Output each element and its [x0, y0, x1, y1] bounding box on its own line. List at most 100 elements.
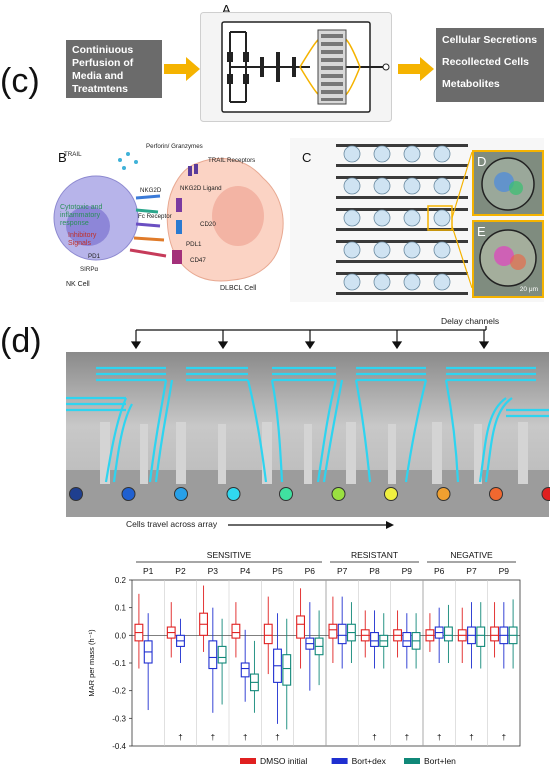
box-bort-len [411, 613, 421, 669]
box-dmso-initial [263, 596, 273, 675]
box-bort-dex [240, 629, 250, 702]
label-nkg2d: NKG2D [140, 187, 162, 194]
inset-d-image: D [472, 150, 544, 216]
dagger-mark: † [405, 733, 409, 742]
label-cd47: CD47 [190, 257, 206, 264]
dagger-mark: † [469, 733, 473, 742]
input-arrow-icon [164, 57, 200, 81]
box-bort-dex [370, 610, 379, 669]
travel-arrow-icon [228, 521, 394, 529]
section-d-label: (d) [0, 322, 42, 360]
channel-dot [226, 487, 241, 501]
y-tick-label: -0.4 [112, 742, 126, 751]
label-perforin: Perforin/ Granzymes [146, 143, 203, 150]
outputs-box: Cellular Secretions Recollected Cells Me… [436, 28, 544, 102]
box-bort-len [346, 602, 356, 663]
y-tick-label: -0.2 [112, 687, 126, 696]
box-bort-len [217, 618, 227, 705]
label-cytotoxic: Cytotoxic and inflammatory response [60, 204, 103, 227]
patient-label: P5 [272, 566, 283, 576]
perfusion-box: Continiuous Perfusion of Media and Treat… [66, 40, 162, 98]
patient-label: P2 [175, 566, 186, 576]
dagger-mark: † [178, 733, 182, 742]
y-tick-label: 0.2 [115, 576, 127, 585]
label-pdl1: PDL1 [186, 241, 202, 248]
channel-dot [541, 487, 550, 501]
channel-dot [331, 487, 346, 501]
chip-schematic [200, 12, 392, 122]
patient-label: P7 [466, 566, 477, 576]
section-c-label: (c) [0, 62, 40, 100]
legend-swatch [331, 758, 348, 764]
y-tick-label: 0.0 [115, 631, 127, 640]
label-pd1: PD1 [88, 253, 101, 260]
patient-label: P9 [402, 566, 413, 576]
box-bort-dex [499, 602, 509, 669]
y-tick-label: 0.1 [115, 604, 127, 613]
inset-e-label: E [477, 224, 486, 239]
output-metabolites: Metabolites [442, 78, 500, 90]
channel-dot [384, 487, 398, 501]
label-inhibitory: Inhibitory Signals [68, 232, 97, 247]
scale-bar-label: 20 μm [519, 286, 538, 293]
box-bort-len [443, 604, 453, 663]
patient-label: P8 [369, 566, 380, 576]
box-dmso-initial [296, 588, 306, 669]
label-dlbcl-cell: DLBCL Cell [220, 285, 257, 292]
panel-b-label: B [58, 150, 67, 165]
panel-c-label: C [302, 150, 312, 165]
travel-label: Cells travel across array [126, 519, 218, 529]
patient-label: P6 [434, 566, 445, 576]
box-bort-len [314, 610, 324, 686]
dagger-mark: † [243, 733, 247, 742]
nk-dlbcl-diagram: TRAIL Perforin/ Granzymes NKG2D Fc Recep… [53, 143, 284, 292]
box-dmso-initial [328, 596, 338, 663]
patient-label: P6 [305, 566, 316, 576]
channel-dot [436, 487, 451, 501]
box-bort-dex [143, 613, 153, 711]
group-label: NEGATIVE [450, 550, 493, 560]
inset-d-label: D [477, 154, 487, 169]
legend-label: DMSO initial [260, 756, 307, 766]
box-bort-dex [208, 607, 218, 713]
box-bort-len [476, 602, 486, 669]
box-dmso-initial [425, 613, 435, 652]
label-sirpa: SIRPα [80, 266, 98, 273]
dot-row [69, 487, 550, 501]
dagger-mark: † [275, 733, 279, 742]
dagger-mark: † [502, 733, 506, 742]
y-axis-label: MAR per mass (h⁻¹) [87, 629, 96, 697]
channel-dot [69, 487, 83, 501]
box-bort-dex [305, 602, 315, 691]
dagger-mark: † [211, 733, 215, 742]
label-nkg2d-ligand: NKG2D Ligand [180, 185, 222, 192]
box-dmso-initial [457, 607, 467, 663]
panel-a-label: A [222, 2, 231, 17]
channel-dot [279, 487, 293, 501]
patient-label: P4 [240, 566, 251, 576]
channel-render [66, 352, 549, 517]
output-arrow-icon [398, 57, 434, 81]
legend-label: Bort+dex [352, 756, 387, 766]
label-cd20: CD20 [200, 221, 216, 228]
box-bort-dex [467, 602, 476, 669]
channel-dot [174, 487, 188, 501]
box-bort-len [508, 599, 518, 669]
box-bort-dex [402, 613, 412, 669]
legend-label: Bort+len [424, 756, 456, 766]
group-label: SENSITIVE [207, 550, 252, 560]
box-bort-dex [337, 596, 347, 669]
output-secretions: Cellular Secretions [442, 34, 538, 46]
legend-swatch [240, 758, 256, 764]
delay-arrows [130, 326, 490, 350]
delay-channels-label: Delay channels [441, 316, 500, 326]
trap-array [336, 144, 468, 295]
label-trail: TRAIL [64, 151, 82, 158]
patient-label: P9 [499, 566, 510, 576]
patient-label: P7 [337, 566, 348, 576]
box-dmso-initial [490, 602, 500, 658]
channel-dot [121, 487, 136, 501]
y-tick-label: -0.3 [112, 714, 126, 723]
box-dmso-initial [199, 585, 209, 652]
